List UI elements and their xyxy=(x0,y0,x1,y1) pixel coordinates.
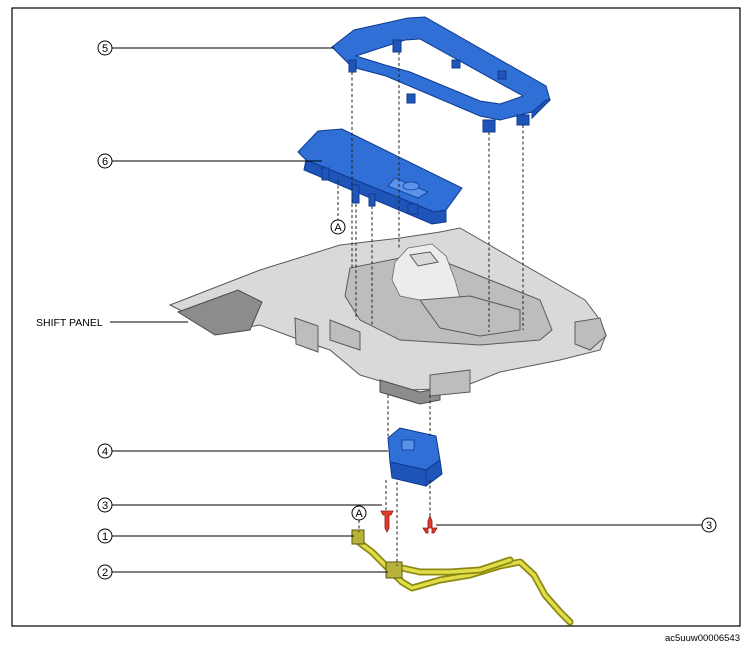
callout-3-right: 3 xyxy=(701,517,717,533)
callout-A-bottom: A xyxy=(351,505,367,521)
callout-4: 4 xyxy=(97,443,113,459)
screw-right xyxy=(422,514,438,534)
svg-text:3: 3 xyxy=(706,520,712,532)
screw-left xyxy=(380,510,394,533)
svg-text:1: 1 xyxy=(102,531,108,543)
svg-text:4: 4 xyxy=(102,446,108,458)
svg-text:5: 5 xyxy=(102,43,108,55)
diagram-frame xyxy=(11,7,741,627)
shift-panel-part xyxy=(168,227,607,405)
svg-text:SHIFT PANEL: SHIFT PANEL xyxy=(36,317,103,329)
svg-text:6: 6 xyxy=(102,156,108,168)
switch-panel-part xyxy=(297,128,463,225)
callout-1: 1 xyxy=(97,528,113,544)
figure-reference-code: ac5uuw00006543 xyxy=(665,633,740,644)
svg-text:A: A xyxy=(334,222,342,234)
alignment-lines xyxy=(337,52,524,566)
leader-lines xyxy=(110,47,702,573)
cable-harness xyxy=(351,529,574,626)
connector-block-part xyxy=(387,427,443,487)
callout-3-left: 3 xyxy=(97,497,113,513)
callout-A-top: A xyxy=(330,219,346,235)
svg-text:2: 2 xyxy=(102,567,108,579)
shift-panel-label: SHIFT PANEL xyxy=(36,317,103,329)
bezel-frame-part xyxy=(331,16,552,133)
callout-2: 2 xyxy=(97,564,113,580)
callout-5: 5 xyxy=(97,40,113,56)
svg-text:3: 3 xyxy=(102,500,108,512)
svg-text:A: A xyxy=(355,508,363,520)
callout-6: 6 xyxy=(97,153,113,169)
